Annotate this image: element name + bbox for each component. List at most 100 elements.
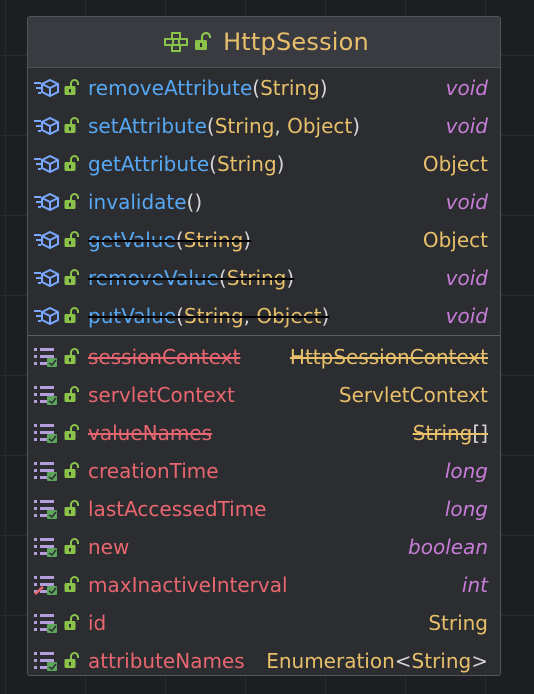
method-signature: getAttribute(String) — [88, 152, 284, 176]
member-type: String — [428, 611, 488, 635]
paren: ) — [286, 266, 295, 290]
public-lock-icon — [63, 498, 85, 520]
method-name: removeAttribute — [88, 76, 253, 100]
method-icon — [33, 77, 63, 99]
paren: ) — [243, 228, 252, 252]
property-icon — [33, 460, 63, 482]
method-name: getAttribute — [88, 152, 210, 176]
public-lock-icon — [63, 536, 85, 558]
method-name: setAttribute — [88, 114, 207, 138]
member-icons — [28, 229, 88, 251]
member-icons — [28, 498, 88, 520]
method-name: putValue — [88, 304, 177, 328]
member-icons — [28, 536, 88, 558]
member-type: Enumeration<String> — [266, 649, 488, 673]
member-icons — [28, 191, 88, 213]
field-row[interactable]: sessionContext HttpSessionContext — [28, 338, 500, 376]
field-row[interactable]: id String — [28, 604, 500, 642]
field-name: lastAccessedTime — [88, 497, 267, 521]
public-lock-icon — [63, 574, 85, 596]
method-signature: setAttribute(String, Object) — [88, 114, 360, 138]
member-type: void — [445, 114, 488, 138]
method-icon — [33, 267, 63, 289]
method-row[interactable]: getAttribute(String)Object — [28, 145, 500, 183]
method-signature: removeAttribute(String) — [88, 76, 328, 100]
public-lock-icon — [63, 422, 85, 444]
field-row[interactable]: maxInactiveInterval int — [28, 566, 500, 604]
member-type: void — [445, 76, 488, 100]
member-icons — [28, 77, 88, 99]
property-icon — [33, 536, 63, 558]
public-lock-icon — [63, 77, 85, 99]
field-row[interactable]: attributeNames Enumeration<String> — [28, 642, 500, 675]
param-type: String — [260, 76, 320, 100]
method-icon — [33, 115, 63, 137]
fields-section: sessionContext HttpSessionContext servletC… — [28, 336, 500, 675]
member-type: ServletContext — [338, 383, 488, 407]
method-icon — [33, 191, 63, 213]
paren: ( — [206, 114, 215, 138]
method-row[interactable]: removeValue(String)void — [28, 259, 500, 297]
member-icons — [28, 346, 88, 368]
paren: ( — [186, 190, 195, 214]
writable-property-icon — [33, 574, 63, 596]
method-row[interactable]: getValue(String)Object — [28, 221, 500, 259]
public-lock-icon — [63, 305, 85, 327]
param-type: String — [216, 152, 277, 176]
field-name: maxInactiveInterval — [88, 573, 288, 597]
paren: ( — [218, 266, 227, 290]
member-type: String[] — [412, 421, 488, 445]
paren: ) — [194, 190, 203, 214]
paren: ) — [319, 76, 328, 100]
member-icons — [28, 384, 88, 406]
property-icon — [33, 650, 63, 672]
paren: ) — [321, 304, 330, 328]
public-lock-icon — [63, 612, 85, 634]
method-name: invalidate — [88, 190, 187, 214]
paren: ( — [176, 304, 184, 328]
field-name: creationTime — [88, 459, 219, 483]
class-header[interactable]: HttpSession — [28, 17, 500, 68]
property-icon — [33, 498, 63, 520]
method-signature: putValue(String, Object) — [88, 304, 329, 328]
public-lock-icon — [63, 267, 85, 289]
field-name: valueNames — [88, 421, 213, 445]
param-type: String — [183, 304, 244, 328]
field-name: id — [88, 611, 107, 635]
method-row[interactable]: putValue(String, Object) void — [28, 297, 500, 335]
member-type: void — [445, 190, 488, 214]
method-icon — [33, 305, 63, 327]
paren: ( — [209, 152, 217, 176]
member-type: void — [445, 304, 488, 328]
field-name: attributeNames — [88, 649, 245, 673]
field-row[interactable]: valueNames String[] — [28, 414, 500, 452]
public-lock-icon — [63, 346, 85, 368]
method-row[interactable]: invalidate() void — [28, 183, 500, 221]
member-icons — [28, 422, 88, 444]
public-lock-icon — [63, 229, 85, 251]
param-type: Object — [256, 304, 322, 328]
member-icons — [28, 650, 88, 672]
member-icons — [28, 267, 88, 289]
member-icons — [28, 460, 88, 482]
interface-icon — [163, 31, 189, 53]
member-type: int — [461, 573, 488, 597]
method-row[interactable]: setAttribute(String, Object) void — [28, 107, 500, 145]
param-type: String — [226, 266, 287, 290]
method-icon — [33, 229, 63, 251]
member-icons — [28, 612, 88, 634]
property-icon — [33, 346, 63, 368]
class-title: HttpSession — [223, 28, 369, 56]
field-name: sessionContext — [88, 345, 241, 369]
method-signature: getValue(String) — [88, 228, 251, 252]
method-row[interactable]: removeAttribute(String) void — [28, 69, 500, 107]
comma: , — [274, 114, 288, 138]
paren: ( — [252, 76, 261, 100]
member-type: HttpSessionContext — [289, 345, 488, 369]
method-name: getValue — [88, 228, 176, 252]
